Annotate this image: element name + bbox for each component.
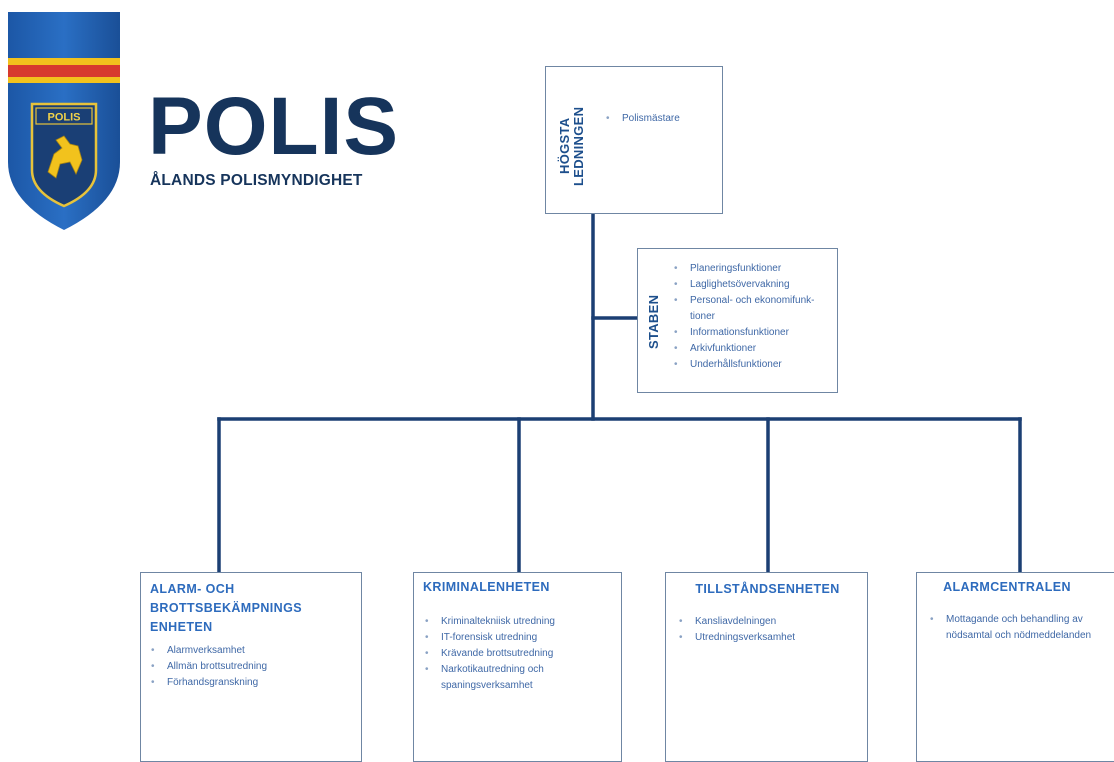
box-kriminalenheten: KRIMINALENHETEN Kriminaltekniisk utredni… [413,572,622,762]
list-item: Allmän brottsutredning [149,659,359,675]
title-line-1: HÖGSTA [557,117,572,175]
unit-title: ALARMCENTRALEN [943,580,1071,594]
logo-subtitle: ÅLANDS POLISMYNDIGHET [150,172,363,189]
unit-items: Kriminaltekniisk utredning IT-forensisk … [423,614,618,694]
list-item: Krävande brottsutredning [423,646,618,662]
list-item: Underhållsfunktioner [672,357,836,373]
unit-items: Alarmverksamhet Allmän brottsutredning F… [149,643,359,691]
unit-title: TILLSTÅNDSENHETEN [695,582,840,596]
polis-shield-logo: POLIS [8,12,120,230]
list-item: Kriminaltekniisk utredning [423,614,618,630]
box-hogsta-ledningen-title: HÖGSTA LEDNINGEN [557,87,586,205]
unit-items: Mottagande och behandling av nödsamtal o… [928,612,1112,644]
box-alarm-brottsbekampning: ALARM- OCH BROTTSBEKÄMPNINGS ENHETEN Ala… [140,572,362,762]
box-hogsta-ledningen: HÖGSTA LEDNINGEN Polismästare [545,66,723,214]
box-tillstandsenheten: TILLSTÅNDSENHETEN Kansliavdelningen Utre… [665,572,868,762]
list-item: Narkotikautredning och spaningsverksamhe… [423,662,618,694]
unit-title: KRIMINALENHETEN [423,580,550,594]
list-item: Planeringsfunktioner [672,261,836,277]
list-item: Förhandsgranskning [149,675,359,691]
list-item: IT-forensisk utredning [423,630,618,646]
unit-title: ALARM- OCH BROTTSBEKÄMPNINGS ENHETEN [150,582,302,634]
box-staben: STABEN Planeringsfunktioner Laglighetsöv… [637,248,838,393]
list-item: Utredningsverksamhet [677,630,865,646]
box-staben-items: Planeringsfunktioner Laglighetsövervakni… [672,261,836,373]
title-line-2: LEDNINGEN [571,106,586,186]
box-alarmcentralen: ALARMCENTRALEN Mottagande och behandling… [916,572,1114,762]
list-item: Kansliavdelningen [677,614,865,630]
logo-wordmark: POLIS [148,81,400,172]
list-item: Personal- och ekonomifunk-tioner [672,293,836,325]
list-item: Arkivfunktioner [672,341,836,357]
list-item: Alarmverksamhet [149,643,359,659]
badge-text: POLIS [47,112,80,124]
list-item: Informationsfunktioner [672,325,836,341]
list-item: Polismästare [604,111,720,127]
list-item: Laglighetsövervakning [672,277,836,293]
list-item: Mottagande och behandling av nödsamtal o… [928,612,1112,644]
box-staben-title: STABEN [646,294,661,349]
unit-items: Kansliavdelningen Utredningsverksamhet [677,614,865,646]
box-hogsta-ledningen-items: Polismästare [604,111,720,127]
